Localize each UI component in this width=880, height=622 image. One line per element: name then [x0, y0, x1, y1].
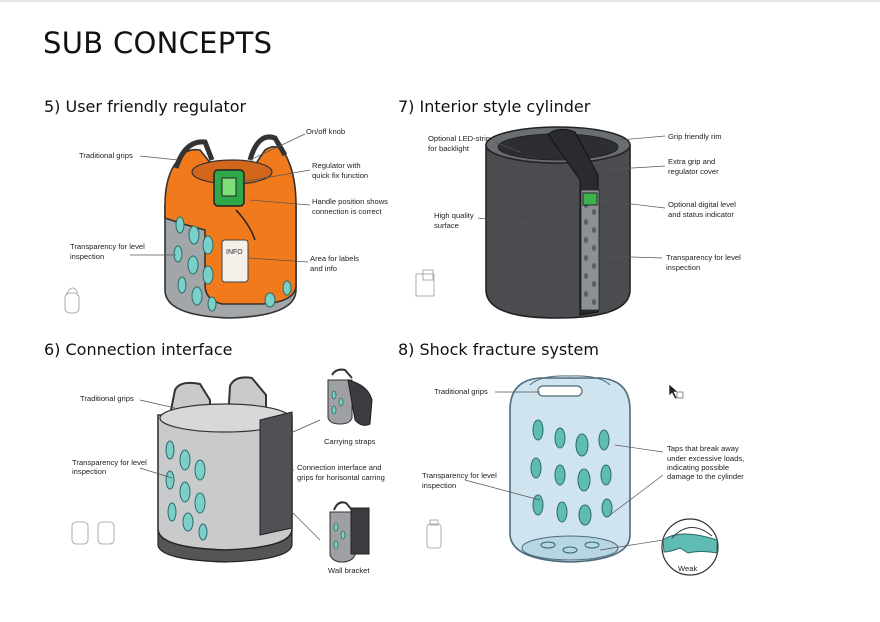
label-area-line1: Area for labels: [310, 254, 359, 263]
label-transparency-5-line1: Transparency for level: [70, 242, 145, 251]
label-traditional-grips-6: Traditional grips: [80, 394, 134, 403]
heading-interior-cylinder: 7) Interior style cylinder: [398, 97, 591, 116]
label-transparency-6-line2: inspection: [72, 467, 107, 476]
label-handle-line2: connection is correct: [312, 207, 382, 216]
label-traditional-grips-8: Traditional grips: [434, 387, 488, 396]
label-taps-line1: Taps that break away: [667, 444, 739, 453]
label-onoff-knob: On/off knob: [306, 127, 346, 136]
heading-shock-fracture: 8) Shock fracture system: [398, 340, 599, 359]
label-high-quality-line1: High quality: [434, 211, 474, 220]
label-transparency-5-line2: inspection: [70, 252, 105, 261]
mouse-cursor: [668, 383, 684, 400]
label-wall-bracket: Wall bracket: [328, 566, 370, 575]
heading-regulator: 5) User friendly regulator: [44, 97, 247, 116]
regulator-cylinder-illustration: INFO: [64, 133, 311, 319]
shock-fracture-cylinder-illustration: [426, 375, 719, 576]
label-connection-line2: grips for horisontal carring: [297, 473, 385, 482]
label-taps-line4: damage to the cylinder: [667, 472, 744, 481]
label-connection-line1: Connection interface and: [297, 463, 382, 472]
top-divider: [0, 0, 880, 2]
label-traditional-grips-5: Traditional grips: [79, 151, 133, 160]
heading-connection-interface: 6) Connection interface: [44, 340, 233, 359]
label-digital-line1: Optional digital level: [668, 200, 736, 209]
interior-cylinder-illustration: [415, 126, 666, 319]
label-transparency-7-line1: Transparency for level: [666, 253, 741, 262]
label-regulator-line1: Regulator with: [312, 161, 361, 170]
info-label-text: INFO: [226, 249, 243, 256]
label-transparency-8-line2: inspection: [422, 481, 457, 490]
label-high-quality-line2: surface: [434, 221, 459, 230]
label-led-line1: Optional LED-strip: [428, 134, 491, 143]
label-led-line2: for backlight: [428, 144, 469, 153]
label-area-line2: and info: [310, 264, 338, 273]
page-title: SUB CONCEPTS: [43, 26, 273, 60]
label-transparency-8-line1: Transparency for level: [422, 471, 497, 480]
label-carrying-straps: Carrying straps: [324, 437, 376, 446]
label-taps-line3: indicating possible: [667, 463, 730, 472]
label-weak: Weak: [678, 564, 698, 573]
label-taps-line2: under excessive loads,: [667, 454, 745, 463]
label-handle-line1: Handle position shows: [312, 197, 388, 206]
label-digital-line2: and status indicator: [668, 210, 734, 219]
label-regulator-line2: quick fix function: [312, 171, 369, 180]
label-extra-grip-line1: Extra grip and: [668, 157, 716, 166]
label-transparency-7-line2: inspection: [666, 263, 701, 272]
label-grip-rim: Grip friendly rim: [668, 132, 722, 141]
connection-cylinder-illustration: [71, 368, 373, 563]
label-extra-grip-line2: regulator cover: [668, 167, 719, 176]
label-transparency-6-line1: Transparency for level: [72, 458, 147, 467]
